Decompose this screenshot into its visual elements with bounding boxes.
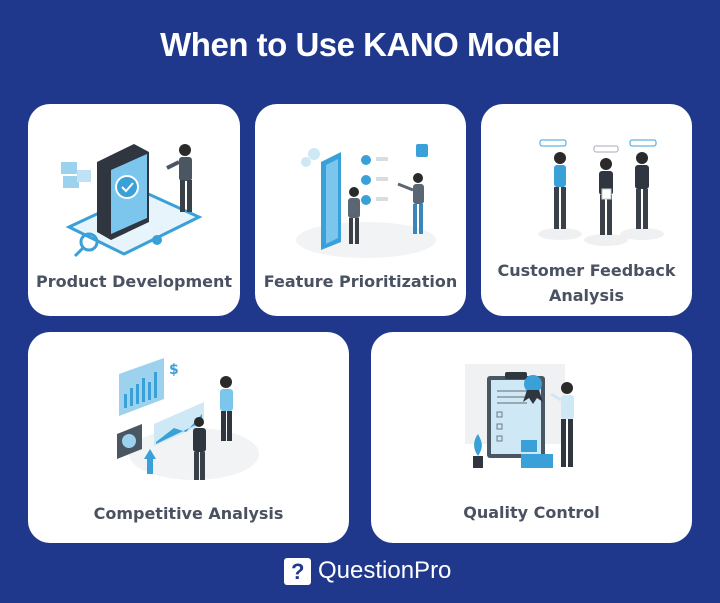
card-quality-control: Quality Control xyxy=(371,332,692,543)
card-label-line1: Customer Feedback xyxy=(497,261,676,280)
card-feature-prioritization: Feature Prioritization xyxy=(255,104,466,316)
clipboard-badge-illustration-icon xyxy=(464,364,574,468)
product-box-illustration-icon xyxy=(61,144,203,258)
card-label: Feature Prioritization xyxy=(263,272,458,291)
card-label-line2: Analysis xyxy=(548,286,624,305)
analytics-chart-illustration-icon: $ xyxy=(116,358,259,480)
page-title: When to Use KANO Model xyxy=(160,26,560,63)
card-customer-feedback-analysis: Customer Feedback Analysis xyxy=(481,104,692,316)
card-label: Quality Control xyxy=(463,503,600,522)
brand-name: QuestionPro xyxy=(318,557,452,584)
feature-screen-illustration-icon xyxy=(295,144,436,258)
feedback-people-illustration-icon xyxy=(537,139,664,246)
questionpro-logo-icon: ? xyxy=(284,557,311,585)
card-label: Product Development xyxy=(35,272,233,291)
card-label: Competitive Analysis xyxy=(93,504,284,523)
card-product-development: Product Development xyxy=(28,104,240,316)
logo-glyph: ? xyxy=(291,558,305,584)
questionpro-logo: ? QuestionPro xyxy=(284,557,451,585)
card-competitive-analysis: $ Competitive Analysis xyxy=(28,332,349,543)
svg-text:$: $ xyxy=(169,362,179,378)
